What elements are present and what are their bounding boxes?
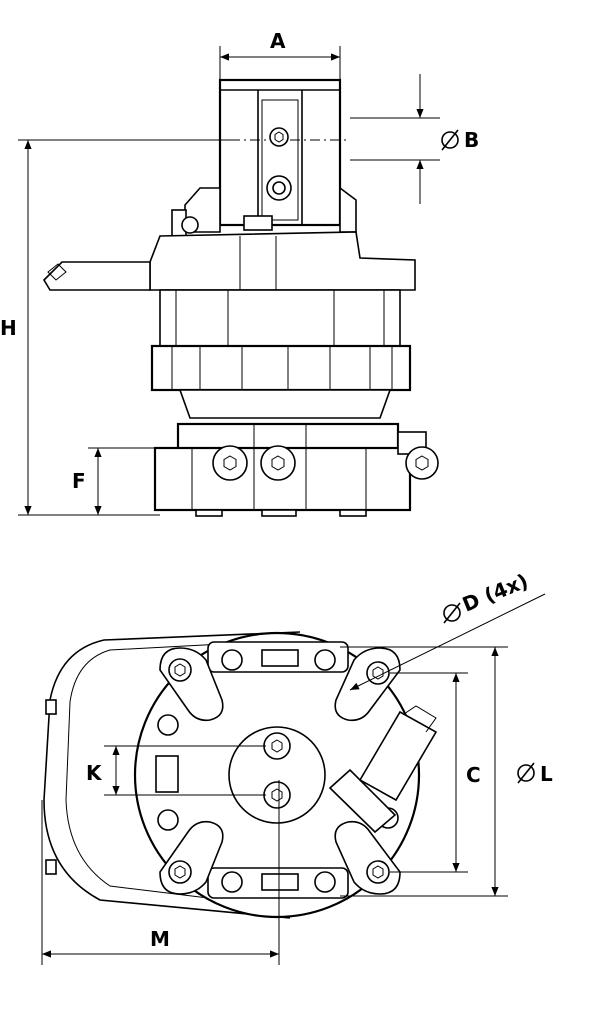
diameter-symbol bbox=[443, 602, 461, 624]
dimension-A: A bbox=[219, 29, 341, 80]
lug-top-left bbox=[159, 647, 224, 722]
lug-top-right bbox=[334, 647, 401, 722]
dimension-B: B bbox=[350, 74, 479, 204]
dimension-F: F bbox=[72, 447, 160, 515]
label-L: L bbox=[540, 762, 553, 786]
lug-bottom-left bbox=[159, 820, 224, 895]
label-A: A bbox=[270, 29, 286, 53]
diameter-symbol bbox=[441, 129, 459, 151]
dimension-M: M bbox=[41, 780, 280, 965]
label-F: F bbox=[72, 469, 86, 493]
label-M: M bbox=[150, 927, 170, 951]
lug-bottom-right bbox=[334, 820, 401, 895]
dimension-H: H bbox=[0, 139, 230, 516]
dimension-K: K bbox=[86, 745, 266, 796]
diagonal-arm bbox=[328, 705, 438, 834]
label-C: C bbox=[466, 763, 481, 787]
label-K: K bbox=[86, 761, 103, 785]
top-view bbox=[43, 631, 438, 919]
label-H: H bbox=[0, 316, 17, 340]
label-D: D (4x) bbox=[459, 569, 532, 617]
side-view bbox=[42, 78, 439, 517]
dimension-C: C bbox=[390, 672, 481, 873]
diameter-symbol bbox=[517, 762, 535, 784]
label-B: B bbox=[464, 128, 479, 152]
dimension-L: L bbox=[340, 646, 553, 897]
